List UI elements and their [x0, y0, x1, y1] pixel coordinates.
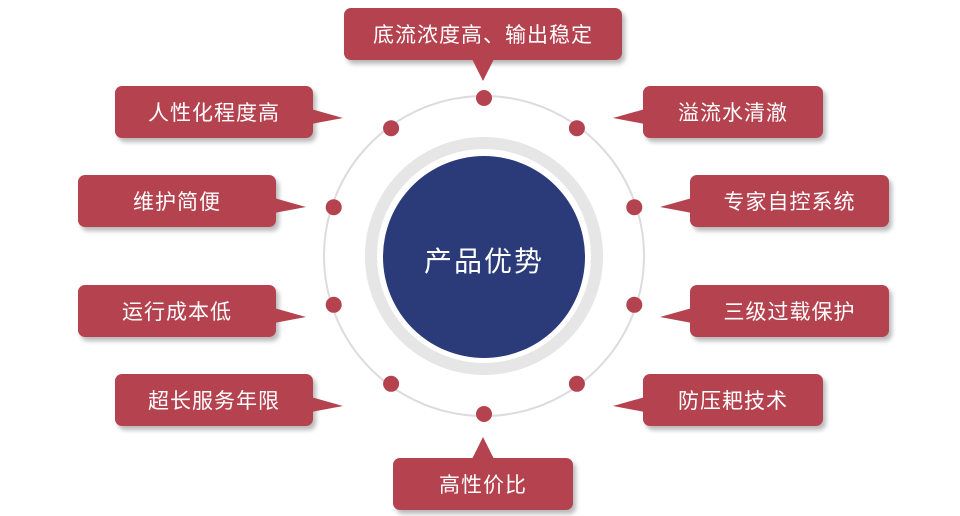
ring-dot [476, 406, 492, 422]
callout-label: 运行成本低 [122, 300, 232, 324]
callout-label: 防压耙技术 [678, 389, 788, 413]
callout-bottom: 高性价比 [393, 458, 573, 510]
callout-lower-left-2: 运行成本低 [78, 285, 306, 337]
ring-dot [383, 120, 400, 137]
callout-lower-left-1: 超长服务年限 [115, 374, 343, 426]
callout-label: 高性价比 [439, 473, 527, 497]
callout-label: 底流浓度高、输出稳定 [373, 23, 593, 47]
callout-top: 底流浓度高、输出稳定 [344, 8, 622, 60]
callout-label: 人性化程度高 [148, 101, 280, 125]
callout-upper-left-2: 维护简便 [78, 175, 306, 227]
ring-dot [626, 296, 643, 313]
center-circle [383, 156, 585, 358]
ring-dot [476, 90, 492, 106]
ring-dot [626, 199, 643, 216]
callout-upper-left-1: 人性化程度高 [115, 86, 343, 138]
callout-lower-right-2: 三级过载保护 [660, 285, 889, 337]
inner-ring [365, 137, 603, 375]
callout-label: 专家自控系统 [723, 190, 856, 214]
ring-dot [325, 296, 342, 313]
callout-lower-right-1: 防压耙技术 [613, 374, 823, 426]
callout-label: 超长服务年限 [148, 389, 280, 413]
callout-upper-right-2: 专家自控系统 [660, 175, 889, 227]
callout-label: 三级过载保护 [723, 300, 856, 324]
ring-dot [383, 375, 400, 392]
ring-dots [325, 90, 643, 422]
callout-upper-right-1: 溢流水清澈 [613, 86, 823, 138]
callout-label: 维护简便 [133, 190, 221, 214]
center-label: 产品优势 [423, 245, 544, 278]
ring-dot [568, 375, 585, 392]
ring-dot [568, 120, 585, 137]
callout-label: 溢流水清澈 [678, 101, 788, 125]
ring-dot [325, 199, 342, 216]
